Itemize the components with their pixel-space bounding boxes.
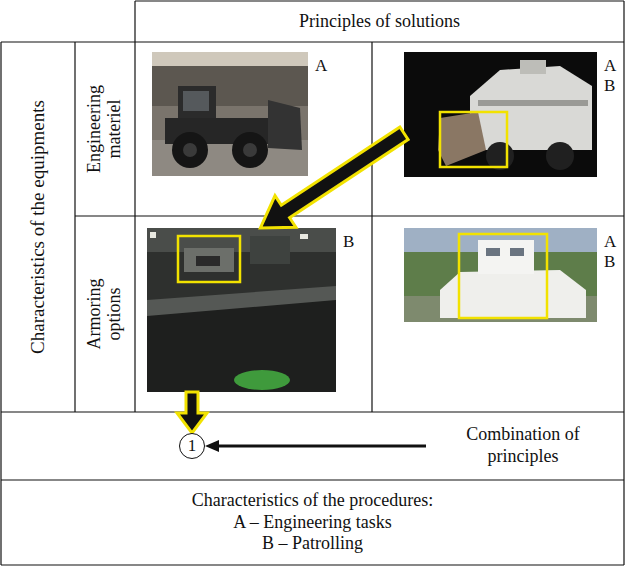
table-cell: Characteristics of the procedures:A – En… [2,481,623,564]
label-text: B [343,232,354,252]
label-text: Armoring options [85,258,125,370]
yellow-outlined-arrow [177,392,207,433]
label-text: B – Patrolling [262,533,363,555]
row-header-cell: Engineering materiel [76,43,134,215]
exhibition-armor-photo [147,228,336,392]
armored-turret-vehicle-photo [404,228,597,322]
label-text: Combination of principles [434,424,612,467]
table-cell: Combination of principles [428,420,618,472]
label-text: A [315,56,327,76]
label-text: A B [604,232,615,271]
block-arrow [177,392,207,433]
table-cell: Principles of solutions [136,2,623,42]
label-text: A – Engineering tasks [233,512,391,534]
label-text: Characteristics of the procedures: [192,490,433,512]
label-text: A B [604,56,615,95]
label-text: 1 [188,436,197,456]
label-text: Principles of solutions [299,11,460,33]
arrowhead [205,440,219,452]
arrow-connector [205,440,426,452]
yellow-outlined-arrow [260,127,408,228]
label-text: Characteristics of the equipments [28,100,49,354]
photo-frame: A [152,52,308,176]
row-header-cell: Armoring options [76,217,134,411]
block-arrow [260,127,408,228]
row-header-cell: Characteristics of the equipments [2,43,74,411]
armored-vehicle-with-plow-photo [404,52,597,177]
connector-line [215,445,426,448]
loader-photo [152,52,308,176]
label-text: Engineering materiel [85,73,125,185]
photo-frame: B [147,228,336,392]
photo-frame: A B [404,52,597,177]
callout-circle: 1 [179,433,205,459]
photo-frame: A B [404,228,597,322]
